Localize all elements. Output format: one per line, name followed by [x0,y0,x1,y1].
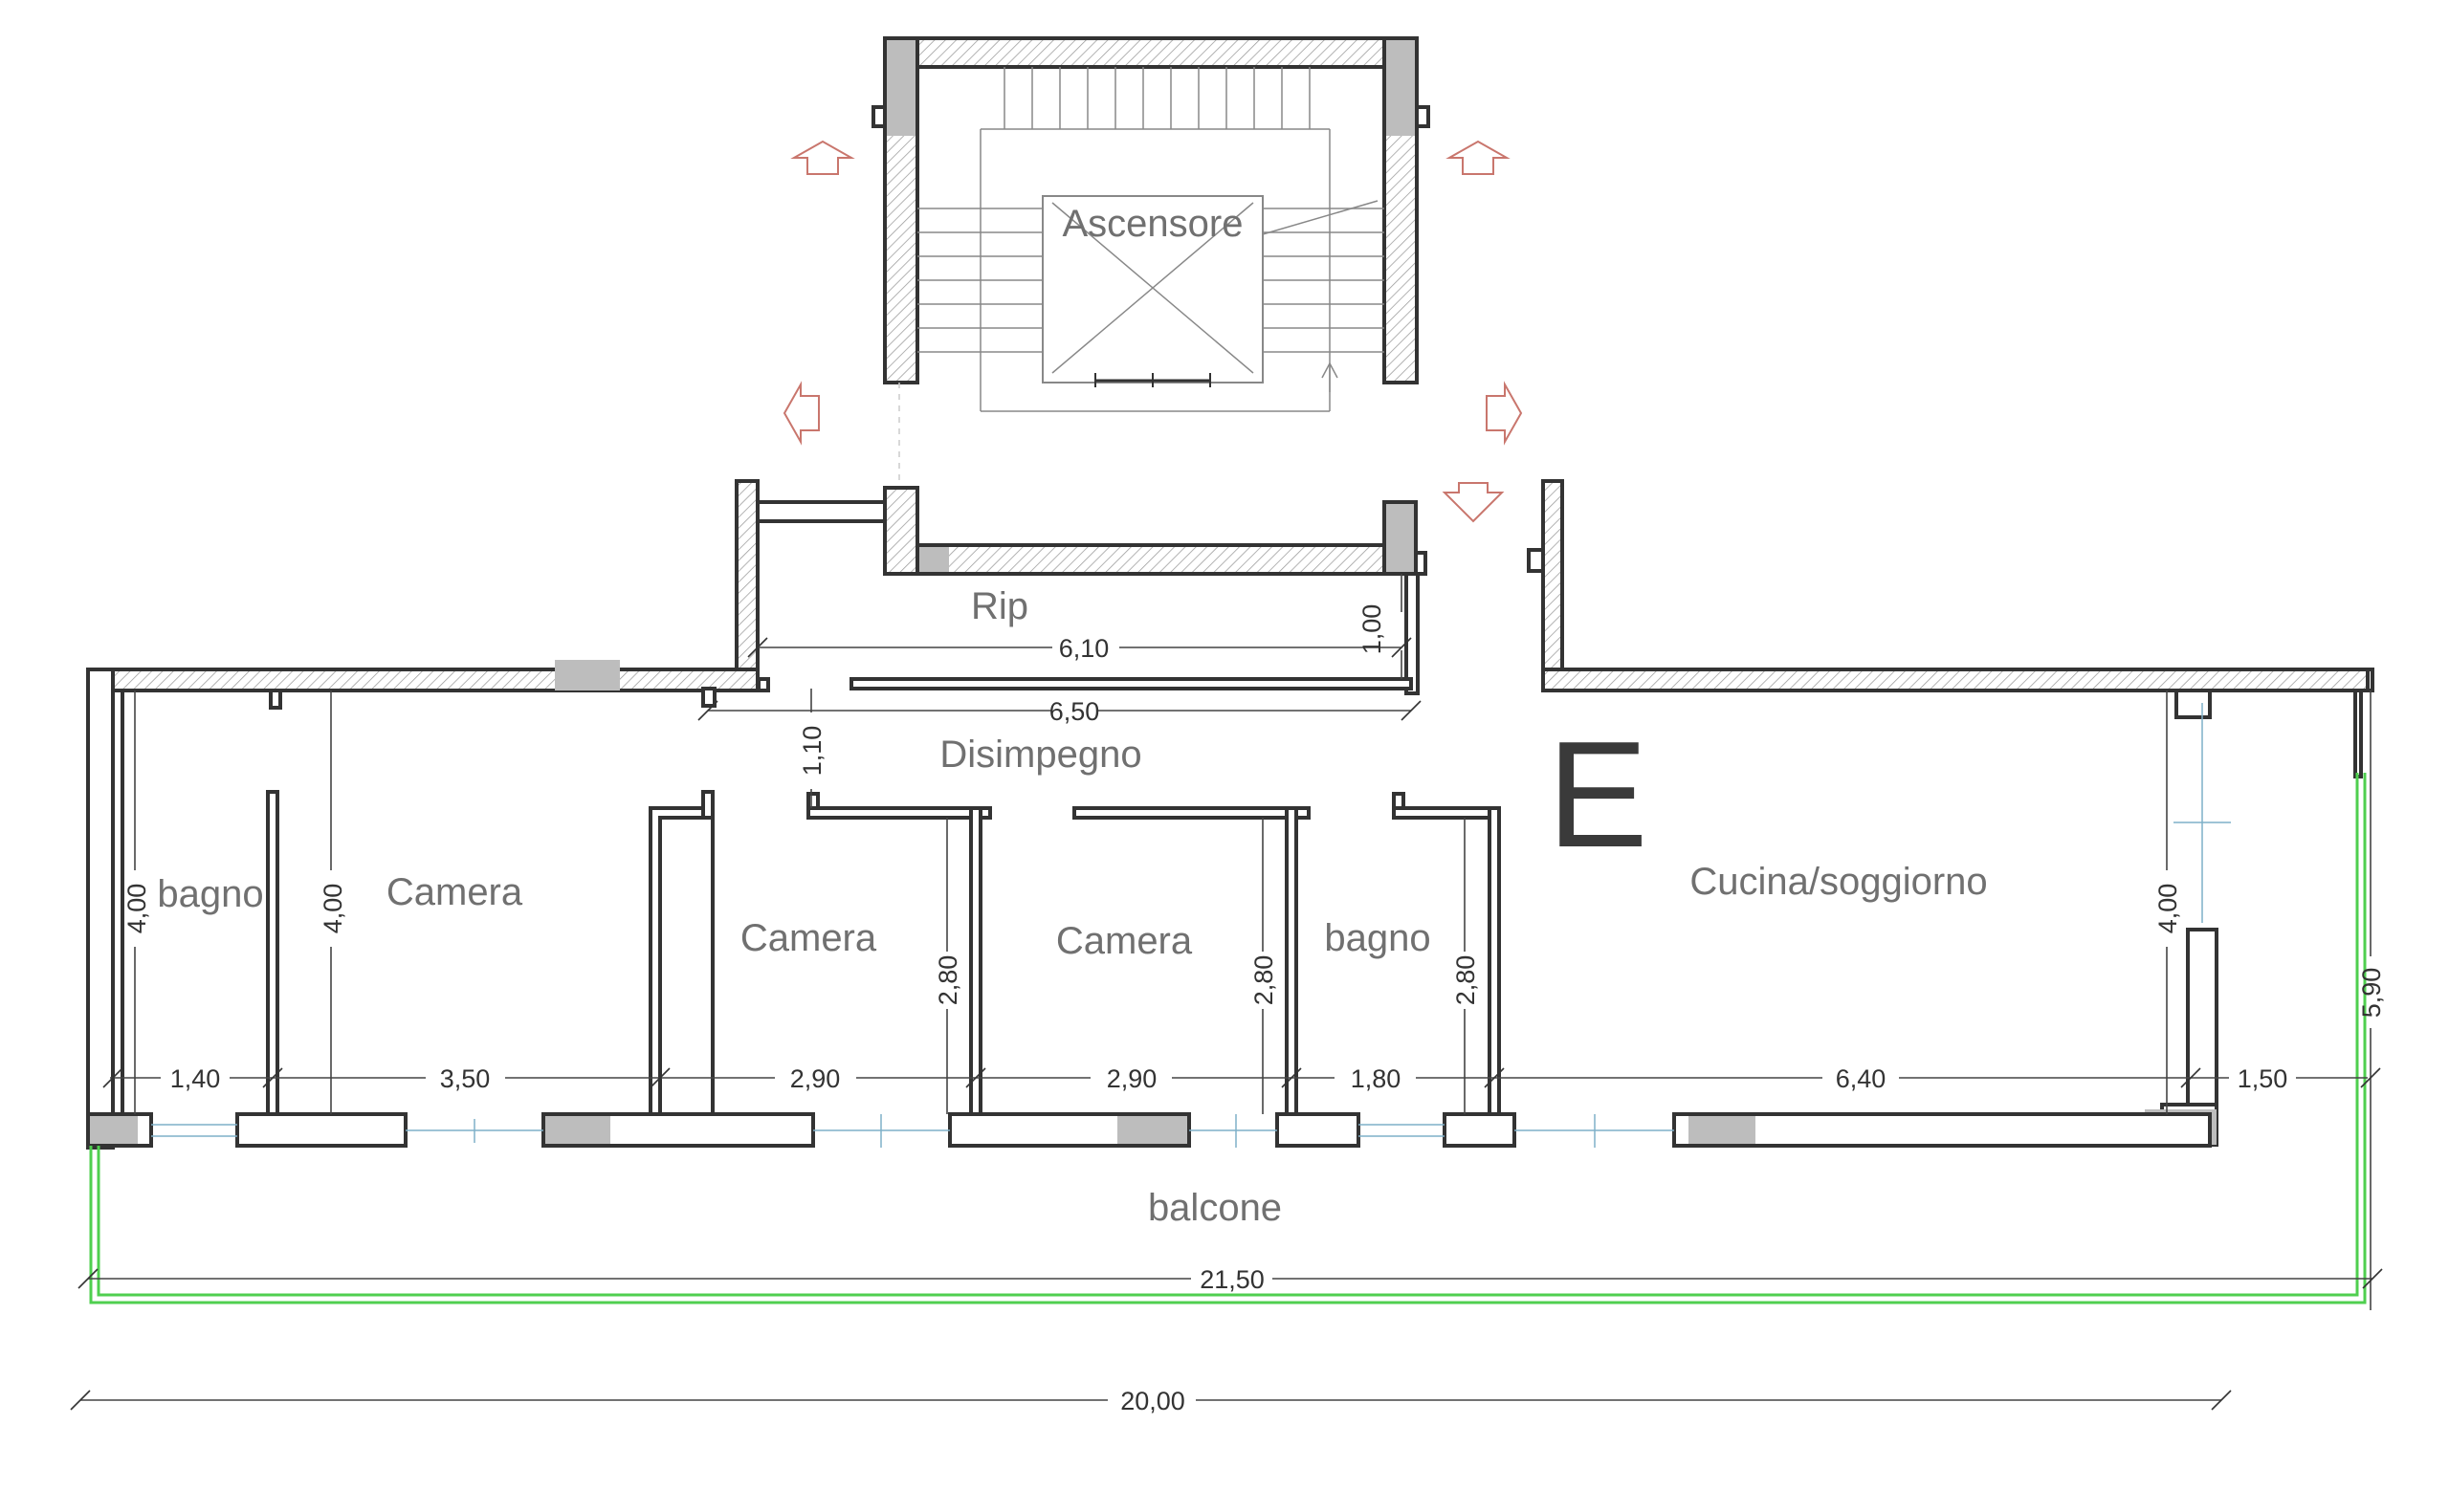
dimension-lines [70,574,2383,1411]
dim-balcony-total: 21,50 [1200,1265,1265,1294]
arrow-down-icon [1442,482,1505,523]
dim-east-depth: 5,90 [2357,968,2386,1019]
walls [86,479,2374,1150]
dim-corridor-width: 6,50 [1049,697,1100,726]
stair-core [871,36,1430,497]
label-disimpegno: Disimpegno [939,734,1141,776]
dim-east-strip-width: 1,50 [2238,1064,2288,1093]
south-facade [86,703,2231,1148]
dim-cucina-width: 6,40 [1836,1064,1886,1093]
dim-camera-3-depth: 2,80 [1249,955,1278,1006]
dim-camera-2-width: 2,90 [790,1064,841,1093]
dim-camera-3-width: 2,90 [1107,1064,1158,1093]
dim-bagno-right-width: 1,80 [1351,1064,1401,1093]
label-balcone: balcone [1148,1187,1282,1229]
arrow-up-right-icon [1445,140,1511,175]
label-bagno-right: bagno [1324,917,1430,959]
label-camera-3: Camera [1056,920,1193,962]
direction-arrows [783,140,1523,523]
unit-label: E [1547,711,1647,879]
label-rip: Rip [971,585,1028,627]
dim-camera-1-width: 3,50 [440,1064,491,1093]
label-ascensore: Ascensore [1063,203,1244,245]
label-camera-1: Camera [386,871,523,913]
dim-rip-depth: 1,00 [1357,604,1386,655]
dim-bagno-left-depth: 4,00 [122,884,151,934]
arrow-up-left-icon [790,140,855,175]
label-bagno-left: bagno [157,873,263,915]
dim-bagno-right-depth: 2,80 [1451,955,1480,1006]
label-cucina: Cucina/soggiorno [1689,861,1987,903]
dim-bagno-left-width: 1,40 [170,1064,221,1093]
dim-corridor-depth: 1,10 [798,726,827,777]
dim-camera-1-depth: 4,00 [319,884,347,934]
dimension-labels: 6,10 6,50 1,00 1,10 4,00 4,00 2,80 2,80 … [122,604,2386,1415]
dim-camera-2-depth: 2,80 [934,955,962,1006]
arrow-right-icon [1486,381,1523,446]
stair-treads [917,67,1384,412]
balcony-outline [89,773,2367,1304]
arrow-left-icon [783,381,820,446]
elevator-shaft [1042,195,1264,387]
dim-building-total: 20,00 [1120,1387,1185,1415]
dim-rip-width: 6,10 [1059,634,1110,663]
room-labels: Ascensore Rip Disimpegno bagno Camera Ca… [157,203,1987,1229]
label-camera-2: Camera [740,917,877,959]
dim-cucina-depth: 4,00 [2153,884,2182,934]
